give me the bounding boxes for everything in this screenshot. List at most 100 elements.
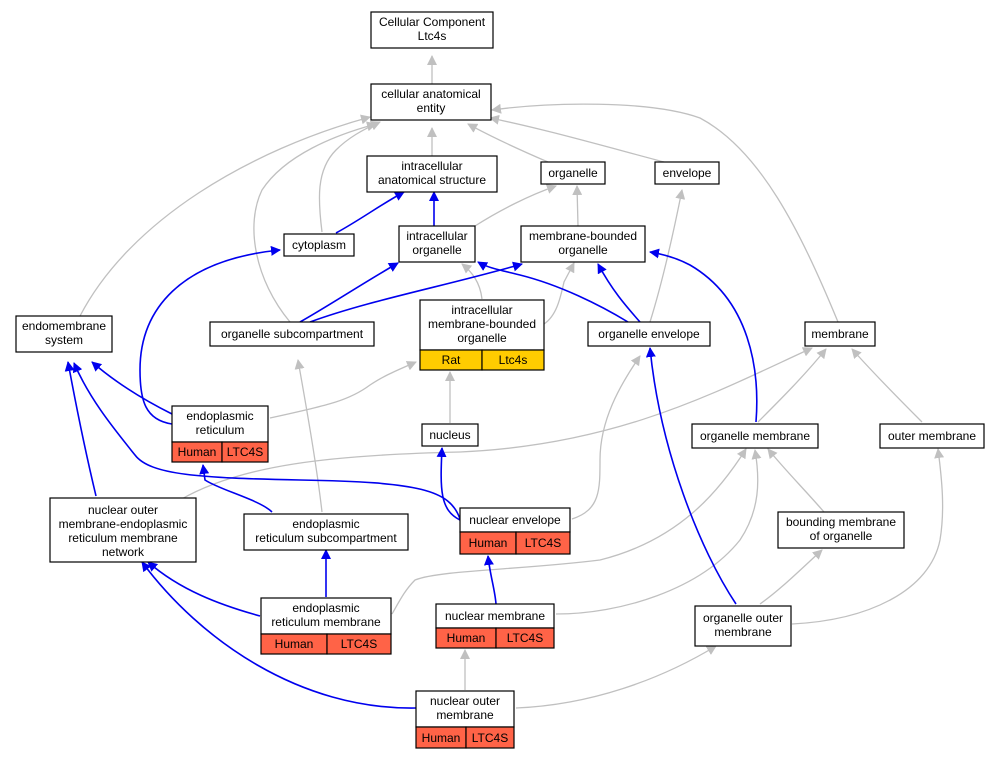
edge-osub-mbo[interactable]: [309, 261, 523, 323]
edge-oenv-mbo[interactable]: [597, 263, 641, 323]
node-label-line: membrane: [436, 708, 494, 722]
gene-tag: [326, 633, 392, 655]
edge-erm-omem: [391, 448, 747, 615]
node-label-line: membrane-bounded: [529, 229, 637, 243]
edge-imbo-mbo: [543, 262, 575, 325]
node-label-line: organelle: [412, 243, 462, 257]
node-label-line: membrane-endoplasmic: [59, 517, 188, 531]
edge-outerm-membrane: [851, 348, 923, 423]
node-label-line: nuclear membrane: [445, 609, 545, 623]
node-label-line: organelle membrane: [700, 429, 810, 443]
node-organelle[interactable]: organelle: [540, 161, 606, 185]
edge-nomern-membrane: [179, 347, 813, 501]
node-label-line: reticulum membrane: [68, 531, 178, 545]
edge-nenv-nucleus[interactable]: [436, 447, 461, 521]
node-envelope[interactable]: envelope: [654, 161, 720, 185]
edge-oom-outerm: [791, 448, 945, 625]
node-label-line: Cellular Component: [379, 15, 486, 29]
edge-omem-mbo[interactable]: [649, 248, 758, 423]
node-organelle-envelope[interactable]: organelle envelope: [587, 321, 711, 347]
node-label-line: endoplasmic: [292, 601, 359, 615]
node-er-subcompartment[interactable]: endoplasmic reticulum subcompartment: [243, 513, 409, 551]
node-label-line: endomembrane: [22, 319, 106, 333]
species-label: Human: [275, 637, 314, 651]
node-label-line: reticulum: [196, 423, 245, 437]
gene-tag: [481, 349, 545, 371]
edge-nmem-omem: [555, 449, 762, 615]
node-membrane[interactable]: membrane: [804, 321, 876, 347]
edge-er-cytoplasm[interactable]: [139, 245, 281, 425]
node-nuclear-outer-membrane-er-network[interactable]: nuclear outer membrane-endoplasmic retic…: [49, 497, 197, 563]
edge-cytoplasm-cae: [318, 121, 381, 233]
node-cellular-component[interactable]: Cellular Component Ltc4s: [370, 11, 494, 49]
edge-omem-membrane: [757, 348, 827, 423]
node-nuclear-envelope[interactable]: nuclear envelope Human LTC4S: [459, 507, 571, 555]
species-label: Rat: [442, 353, 461, 367]
node-label-line: organelle subcompartment: [221, 327, 364, 341]
edge-oom-oenv[interactable]: [645, 347, 737, 605]
node-cellular-anatomical-entity[interactable]: cellular anatomical entity: [370, 83, 492, 121]
edge-oenv-envelope: [649, 189, 686, 323]
node-label-line: organelle: [558, 243, 608, 257]
node-intracellular-organelle[interactable]: intracellular organelle: [398, 225, 476, 263]
edge-erm-nomern[interactable]: [147, 561, 261, 617]
node-organelle-membrane[interactable]: organelle membrane: [691, 423, 819, 449]
edge-io-organelle: [474, 184, 557, 227]
node-organelle-subcompartment[interactable]: organelle subcompartment: [209, 321, 375, 347]
edge-er-endo[interactable]: [91, 361, 173, 415]
edge-er-imbo: [269, 361, 417, 419]
node-bounding-membrane-of-organelle[interactable]: bounding membrane of organelle: [777, 511, 905, 549]
node-label-line: Ltc4s: [418, 29, 447, 43]
gene-label: Ltc4s: [499, 353, 528, 367]
node-label-line: membrane-bounded: [428, 317, 536, 331]
edge-nomern-endo[interactable]: [64, 361, 97, 497]
node-nuclear-membrane[interactable]: nuclear membrane Human LTC4S: [435, 603, 555, 649]
node-label-line: system: [45, 333, 83, 347]
edge-nom-nomern[interactable]: [141, 561, 417, 709]
node-label-line: bounding membrane: [786, 515, 896, 529]
node-outer-membrane[interactable]: outer membrane: [879, 423, 985, 449]
node-nucleus[interactable]: nucleus: [421, 423, 479, 447]
node-label-line: reticulum membrane: [271, 615, 381, 629]
gene-tag: [465, 726, 515, 749]
gene-label: LTC4S: [507, 631, 543, 645]
species-label: Human: [469, 536, 508, 550]
gene-label: LTC4S: [341, 637, 377, 651]
edge-nmem-nenv[interactable]: [483, 555, 497, 605]
species-label: Human: [178, 445, 217, 459]
edge-cytoplasm-ias[interactable]: [335, 191, 405, 234]
edge-oom-bmo: [759, 549, 823, 605]
node-organelle-outer-membrane[interactable]: organelle outer membrane: [694, 605, 792, 647]
node-label-line: cellular anatomical: [381, 87, 480, 101]
node-label-line: network: [102, 545, 145, 559]
node-label-line: nuclear envelope: [469, 513, 561, 527]
node-label-line: entity: [417, 101, 446, 115]
edge-nenv-oenv: [571, 355, 641, 520]
node-label-line: endoplasmic: [292, 517, 359, 531]
edge-osub-io[interactable]: [299, 262, 399, 323]
node-label-line: anatomical structure: [378, 173, 486, 187]
node-label-line: of organelle: [810, 529, 873, 543]
node-endoplasmic-reticulum[interactable]: endoplasmic reticulum Human LTC4S: [171, 405, 269, 463]
node-intracellular-anatomical-structure[interactable]: intracellular anatomical structure: [366, 155, 498, 193]
edge-membrane-cae: [491, 103, 839, 323]
node-endomembrane-system[interactable]: endomembrane system: [15, 315, 113, 353]
node-membrane-bounded-organelle[interactable]: membrane-bounded organelle: [520, 225, 646, 263]
edge-imbo-io: [461, 263, 483, 300]
edge-endo-cae: [79, 114, 371, 317]
edge-ersub-osub: [294, 359, 323, 513]
edge-oenv-io[interactable]: [477, 261, 629, 323]
node-cytoplasm[interactable]: cytoplasm: [283, 233, 355, 257]
node-label-line: organelle: [548, 166, 598, 180]
gene-tag: [495, 627, 555, 649]
node-label-line: organelle envelope: [598, 327, 700, 341]
edge-nom-oom: [515, 645, 717, 709]
node-intracellular-membrane-bounded-organelle[interactable]: intracellular membrane-bounded organelle…: [419, 299, 545, 371]
node-nuclear-outer-membrane[interactable]: nuclear outer membrane Human LTC4S: [415, 690, 515, 749]
node-label-line: nucleus: [429, 428, 470, 442]
edge-ersub-er[interactable]: [199, 464, 273, 513]
node-er-membrane[interactable]: endoplasmic reticulum membrane Human LTC…: [260, 597, 392, 655]
gene-label: LTC4S: [227, 445, 263, 459]
node-label-line: intracellular: [406, 229, 467, 243]
